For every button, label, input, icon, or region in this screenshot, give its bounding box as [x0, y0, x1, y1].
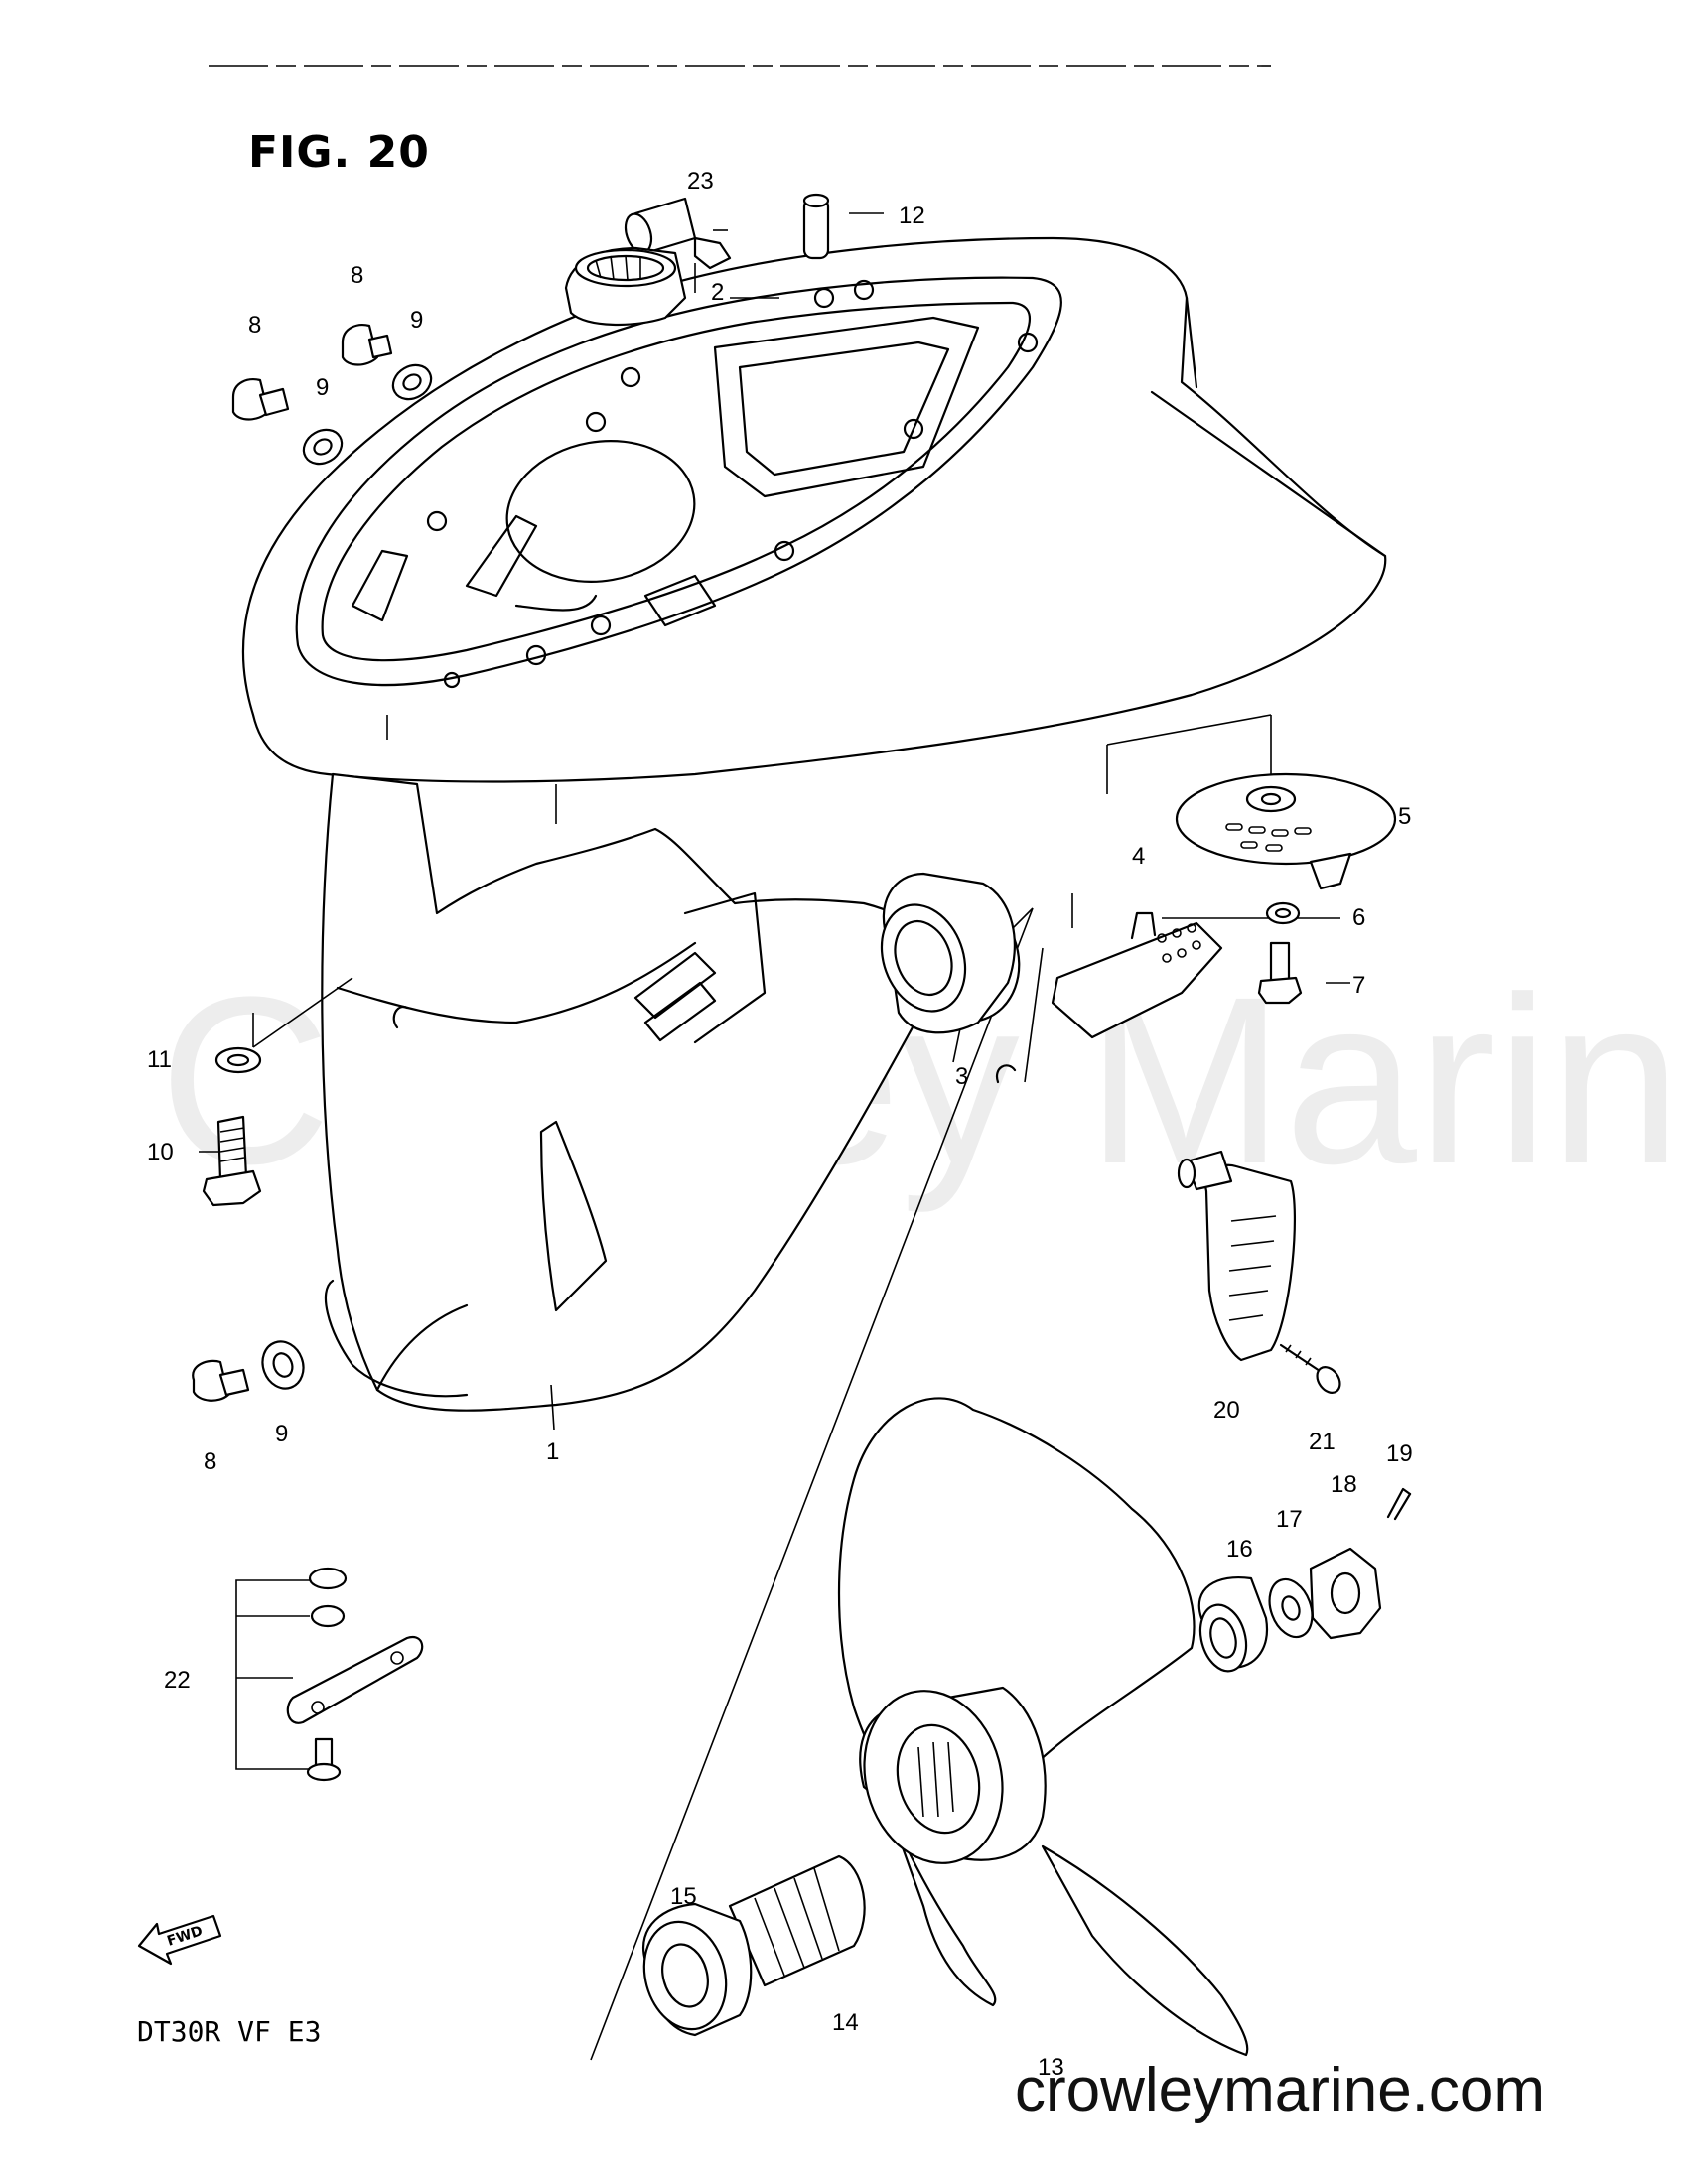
callout-3: 3: [955, 1063, 968, 1090]
water-strainer-20: [1177, 1150, 1297, 1362]
washer-and-bolt: [202, 1046, 262, 1207]
site-url: crowleymarine.com: [1015, 2056, 1546, 2124]
callout-11: 11: [147, 1046, 172, 1073]
thrust-hub-15: [642, 1902, 753, 2037]
propeller-13: [837, 1397, 1249, 2057]
model-code: DT30R VF E3: [137, 2015, 322, 2048]
bushing-14: [728, 1854, 866, 1987]
anode-4: [1051, 911, 1223, 1039]
callout-9a: 9: [316, 374, 329, 401]
callout-23: 23: [687, 168, 714, 195]
callout-8b: 8: [351, 262, 363, 289]
bearing-3: [880, 872, 1021, 1034]
callout-20: 20: [1213, 1397, 1240, 1424]
callout-9b: 9: [410, 307, 423, 334]
callout-19: 19: [1386, 1440, 1413, 1467]
drain-plug: [624, 197, 732, 270]
washer-6-bolt-7: [1257, 901, 1303, 1005]
callout-7: 7: [1352, 972, 1365, 999]
callout-13: 13: [1038, 2054, 1064, 2081]
prop-hardware: [1197, 1487, 1412, 1673]
callout-10: 10: [147, 1139, 174, 1165]
upper-plugs: [231, 324, 393, 421]
screw-21: [1279, 1343, 1341, 1394]
gear-case: [241, 236, 1387, 1412]
callout-4: 4: [1132, 843, 1145, 870]
trim-plate-5: [1175, 772, 1397, 890]
callout-18: 18: [1331, 1471, 1357, 1498]
callout-labels: 1 2 3 4 5 6 7 8 8 8 9 9 9 10 11 12 13 14…: [147, 168, 1413, 2081]
upper-gaskets: [302, 363, 433, 466]
fwd-arrow-icon: FWD: [137, 1914, 222, 1966]
figure-title: FIG. 20: [248, 127, 430, 178]
callout-8c: 8: [204, 1448, 216, 1475]
callout-5: 5: [1398, 803, 1411, 830]
callout-16: 16: [1226, 1536, 1253, 1563]
callout-9c: 9: [275, 1421, 288, 1447]
callout-21: 21: [1309, 1429, 1336, 1455]
needle-bearing: [564, 246, 687, 327]
callout-14: 14: [832, 2009, 859, 2036]
callout-6: 6: [1352, 904, 1365, 931]
callout-1: 1: [546, 1438, 559, 1465]
callout-12: 12: [899, 203, 925, 229]
callout-8a: 8: [248, 312, 261, 339]
dowel-pin: [802, 193, 830, 260]
callout-2: 2: [711, 279, 724, 306]
callout-17: 17: [1276, 1506, 1303, 1533]
plate-set-22: [235, 1567, 424, 1782]
callout-15: 15: [670, 1883, 697, 1910]
lower-plug-and-gasket: [192, 1340, 305, 1402]
callout-22: 22: [164, 1667, 191, 1694]
